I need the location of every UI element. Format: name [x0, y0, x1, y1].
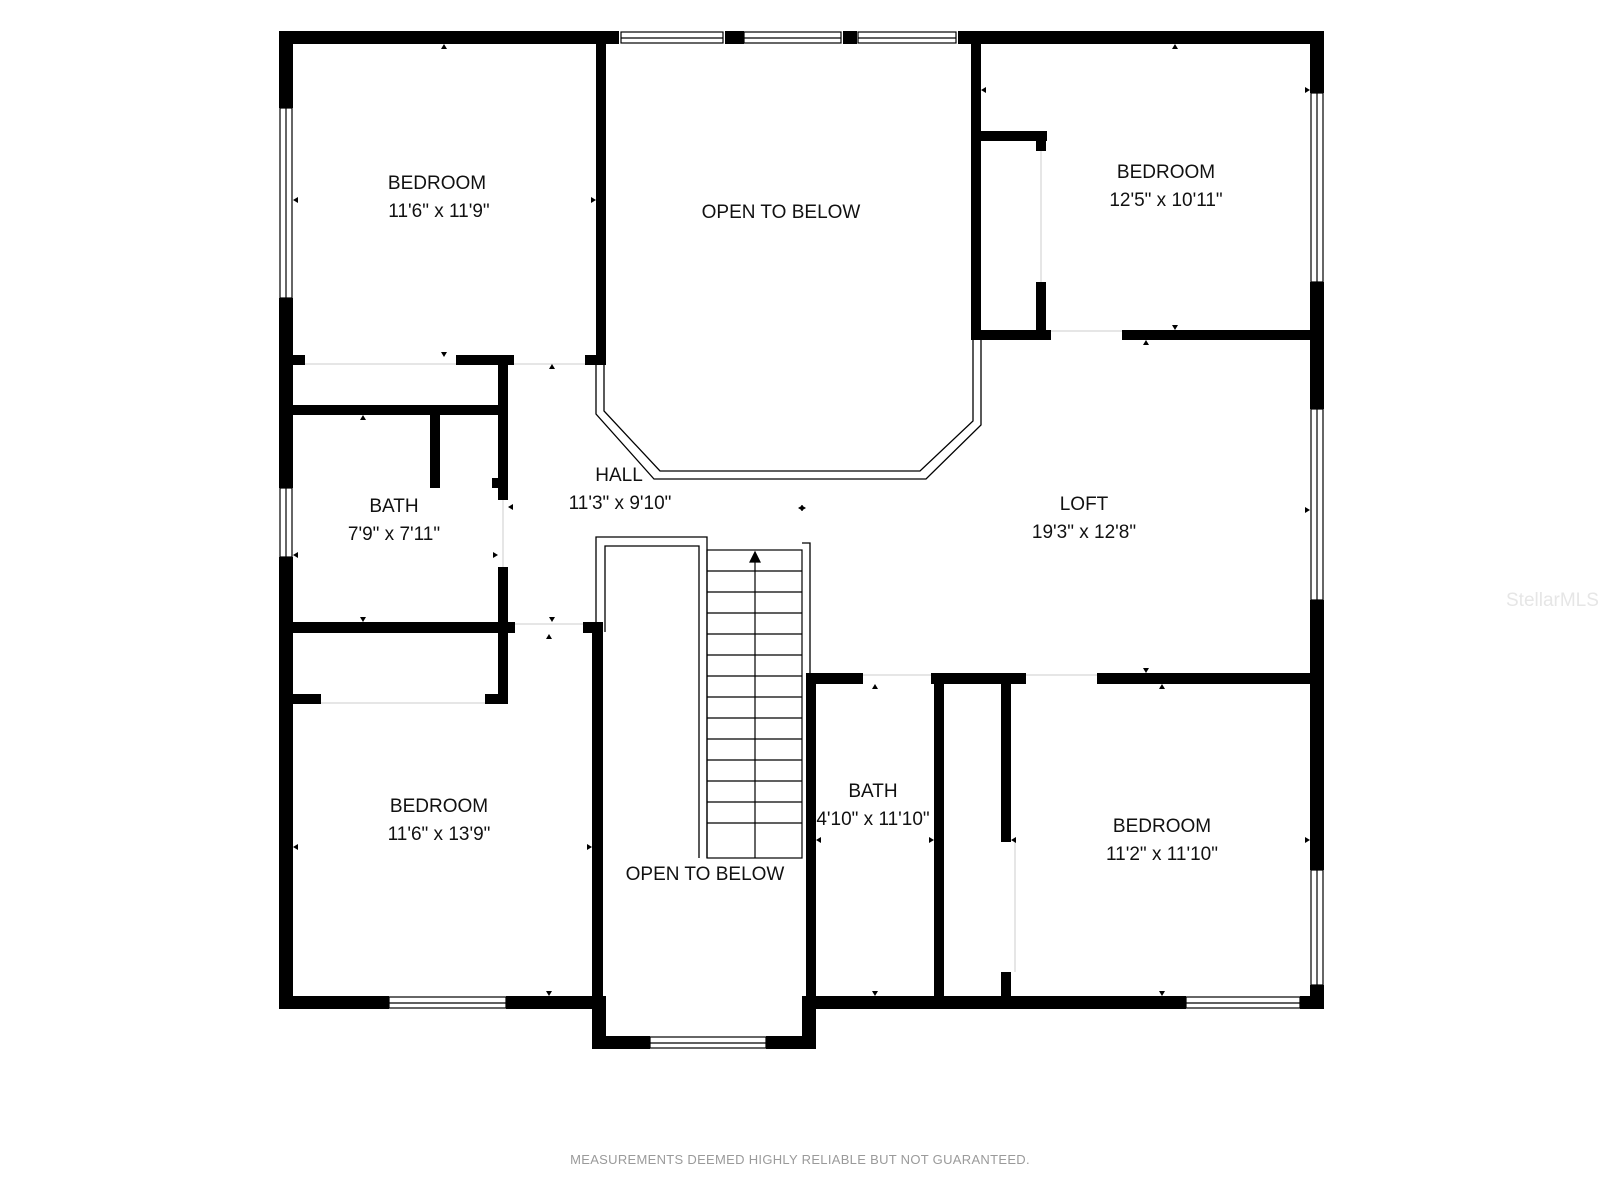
room-dims-hall: 11'3" x 9'10" [569, 493, 672, 514]
room-dims-loft: 19'3" x 12'8" [1032, 522, 1136, 543]
room-dims-bath-s: 4'10" x 11'10" [816, 809, 929, 830]
room-name-bedroom-nw: BEDROOM [388, 173, 486, 194]
stair-direction-arrow-icon [749, 550, 761, 563]
room-dims-bedroom-ne: 12'5" x 10'11" [1109, 190, 1222, 211]
door-openings [305, 151, 1122, 972]
room-name-open-to-below-top: OPEN TO BELOW [702, 202, 861, 223]
room-name-bedroom-ne: BEDROOM [1117, 162, 1215, 183]
room-dims-bedroom-nw: 11'6" x 11'9" [388, 201, 489, 222]
watermark: StellarMLS [1506, 590, 1599, 611]
walls [279, 31, 1324, 1049]
room-name-bath-s: BATH [848, 781, 897, 802]
room-name-open-to-below-stair: OPEN TO BELOW [626, 864, 785, 885]
windows [279, 31, 1324, 1049]
room-dims-bath-w: 7'9" x 7'11" [348, 524, 440, 545]
room-name-bedroom-se: BEDROOM [1113, 816, 1211, 837]
room-dims-bedroom-sw: 11'6" x 13'9" [388, 824, 491, 845]
room-labels: BEDROOM 11'6" x 11'9" OPEN TO BELOW BEDR… [348, 162, 1223, 885]
room-name-hall: HALL [595, 465, 643, 486]
room-dims-bedroom-se: 11'2" x 11'10" [1106, 844, 1218, 865]
dimension-markers [293, 44, 1310, 996]
room-name-bath-w: BATH [369, 496, 418, 517]
room-name-loft: LOFT [1060, 494, 1109, 515]
open-to-below-railing [595, 340, 982, 858]
disclaimer: MEASUREMENTS DEEMED HIGHLY RELIABLE BUT … [570, 1152, 1030, 1167]
staircase [706, 549, 803, 859]
room-name-bedroom-sw: BEDROOM [390, 796, 488, 817]
